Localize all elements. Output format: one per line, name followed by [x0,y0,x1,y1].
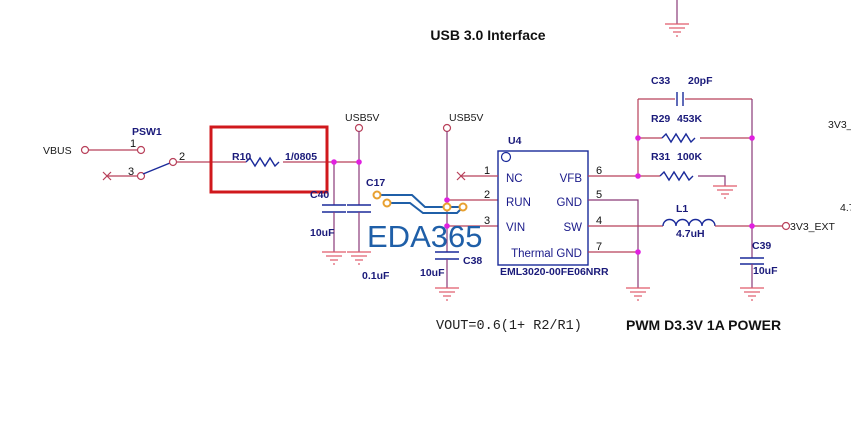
c40-ref: C40 [310,189,329,201]
ground-icon [321,251,347,265]
r29-ref: R29 [651,113,670,125]
net-label-usb5v: USB5V [345,112,379,124]
terminal-usb5v [442,123,452,133]
pin-number: 2 [484,189,490,201]
pin-name: VFB [560,173,583,185]
capacitor-c33 [676,92,684,106]
junction [635,173,641,179]
edge-label: 4.7 [840,202,851,214]
wire-gnd [588,199,639,288]
pin-name: VIN [506,222,525,234]
pin-name: GND [556,197,582,209]
c33-ref: C33 [651,75,670,87]
ground-icon [664,23,690,37]
net-label-3v3-ext: 3V3_EXT [790,221,836,233]
page-title: USB 3.0 Interface [430,27,545,43]
resistor-r29 [661,132,696,144]
junction [356,159,362,165]
net-label-edge: 3V3_ [828,119,851,131]
ground-icon [712,185,738,199]
c39-value: 10uF [753,265,778,277]
capacitor-c39 [740,257,764,265]
watermark: EDA365 [367,190,482,254]
c33-value: 20pF [688,75,713,87]
pin-name: NC [506,173,523,185]
switch-pin-1-label: 1 [130,138,136,150]
junction [444,197,450,203]
junction [331,159,337,165]
pin-name: Thermal GND [511,248,582,260]
junction [635,249,641,255]
r10-value: 1/0805 [285,151,317,163]
terminal-vbus [80,145,90,155]
ground-icon [739,287,765,301]
switch-pin-2-label: 2 [179,151,185,163]
pin-number: 6 [596,165,602,177]
c39-ref: C39 [752,240,771,252]
section-title: PWM D3.3V 1A POWER [626,317,781,333]
r31-ref: R31 [651,151,670,163]
ground-icon [434,287,460,301]
ic-u4 [497,150,589,266]
switch-ref: PSW1 [132,126,162,138]
terminal-3v3-ext [781,221,791,231]
capacitor-c40 [322,204,346,213]
junction [635,135,641,141]
pin1-marker [500,151,512,163]
net-label-vbus: VBUS [43,145,72,157]
c40-value: 10uF [310,227,335,239]
c38-value: 10uF [420,267,445,279]
c17-value: 0.1uF [362,270,390,282]
r31-value: 100K [677,151,703,163]
pin-name: SW [563,222,582,234]
junction [749,135,755,141]
pin-number: 1 [484,165,490,177]
ground-icon [625,287,651,301]
net-label-usb5v: USB5V [449,112,483,124]
switch-pin-2 [168,157,178,167]
resistor-r31 [659,170,694,182]
pin-number: 3 [484,215,490,227]
switch-pin-3-label: 3 [128,166,134,178]
capacitor-c17 [347,204,371,213]
r10-ref: R10 [232,151,251,163]
l1-ref: L1 [676,203,688,215]
l1-value: 4.7uH [676,228,705,240]
inductor-l1 [662,218,716,227]
pin-number: 7 [596,241,602,253]
vout-formula: VOUT=0.6(1+ R2/R1) [436,319,582,334]
resistor-r10 [245,156,280,168]
switch-pin-3 [136,171,146,181]
r29-value: 453K [677,113,703,125]
u4-part: EML3020-00FE06NRR [500,266,609,278]
pin-number: 5 [596,189,602,201]
wire [698,175,726,186]
pin-number: 4 [596,215,602,227]
c38-ref: C38 [463,255,482,267]
u4-ref: U4 [508,135,522,147]
c17-ref: C17 [366,177,385,189]
terminal-usb5v [354,123,364,133]
switch-lever [142,162,171,175]
junction [444,223,450,229]
switch-pin-1 [136,145,146,155]
highlight-box [209,125,329,194]
pin-name: RUN [506,197,531,209]
watermark-text: EDA365 [367,219,482,254]
junction [749,223,755,229]
